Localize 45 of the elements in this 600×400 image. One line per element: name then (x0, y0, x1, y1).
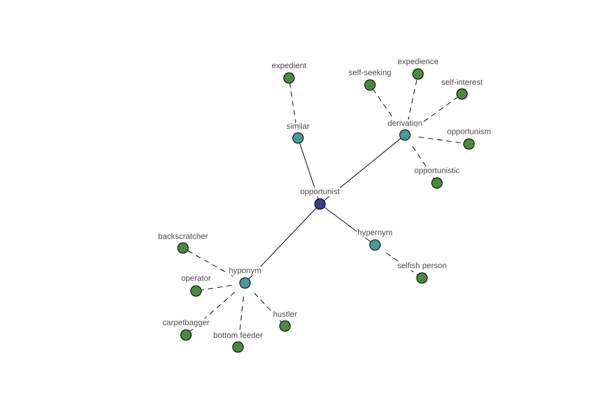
node-label: hyponym (228, 266, 262, 276)
graph-node (177, 242, 189, 254)
node-label: derivation (387, 119, 424, 127)
graph-node (292, 132, 304, 144)
graph-node (369, 239, 381, 251)
connector-line (408, 79, 418, 122)
graph-node (463, 138, 475, 150)
graph-node (279, 320, 291, 332)
node-label: expedience (396, 58, 440, 66)
node-label: operator (180, 274, 212, 284)
connector-line (290, 83, 296, 125)
connector-line (248, 208, 316, 280)
graph-node (412, 68, 424, 80)
node-label: opportunism (446, 128, 492, 136)
graph-node (232, 341, 244, 353)
node-label: bottom feeder (212, 331, 264, 339)
node-label: carpetbagger (162, 318, 210, 328)
graph-node (314, 198, 326, 210)
graph-node (399, 129, 411, 141)
connector-line (416, 96, 458, 128)
node-label: opportunistic (414, 166, 460, 176)
graph-node (283, 72, 295, 84)
graph-node (431, 177, 443, 189)
connector-line (188, 250, 234, 277)
connector-line (254, 292, 282, 322)
node-label: similar (286, 122, 310, 130)
graph-node (190, 285, 202, 297)
connector-line (238, 296, 244, 342)
connector-line (324, 138, 401, 201)
node-label: self-seeking (348, 68, 392, 78)
node-label: expedient (271, 62, 308, 70)
node-label: hypernym (356, 228, 394, 238)
connector-line (418, 136, 464, 144)
graph-node (416, 272, 428, 284)
graph-node (180, 329, 192, 341)
graph-node (456, 88, 468, 100)
node-label: selfish person (396, 262, 448, 270)
connector-line (190, 292, 236, 332)
node-label: opportunist (300, 188, 340, 196)
graph-node (364, 79, 376, 91)
node-label: hustler (272, 310, 298, 318)
node-label: backscratcher (157, 232, 209, 240)
graph-node (239, 277, 251, 289)
connector-line (201, 284, 232, 290)
node-label: self-interest (440, 78, 484, 86)
